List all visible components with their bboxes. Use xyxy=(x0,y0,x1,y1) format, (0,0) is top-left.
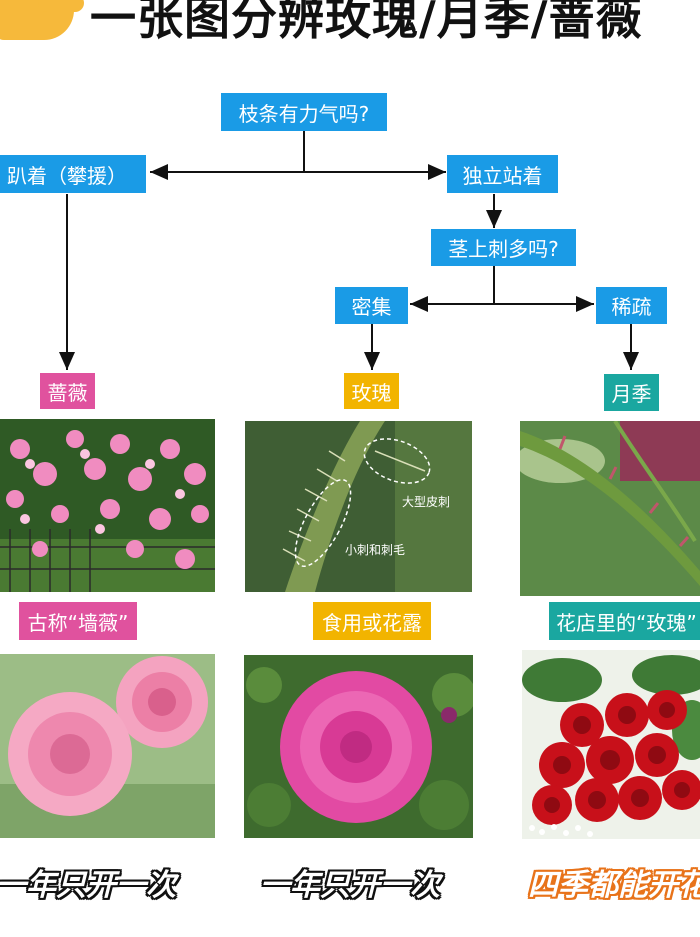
result-meigui: 玫瑰 xyxy=(344,373,399,409)
meigui-note: 食用或花露 xyxy=(313,602,431,640)
climbing-node: 趴着（攀援） xyxy=(0,155,146,193)
pointing-hand-icon xyxy=(0,0,84,40)
meigui-flower-photo xyxy=(244,655,473,838)
qiangwei-bloom-caption: 一年只开一次 xyxy=(0,868,176,903)
yueji-note: 花店里的“玫瑰” xyxy=(549,602,700,640)
thorn-question: 茎上刺多吗? xyxy=(431,229,576,266)
yueji-stem-photo xyxy=(520,421,700,596)
qiangwei-flower-photo xyxy=(0,654,215,838)
meigui-stem-photo xyxy=(245,421,472,592)
large-thorn-annotation: 大型皮刺 xyxy=(402,495,451,509)
result-yueji: 月季 xyxy=(604,374,659,411)
meigui-bloom-caption: 一年只开一次 xyxy=(260,868,440,903)
qiangwei-wall-photo xyxy=(0,419,215,592)
dense-node: 密集 xyxy=(335,287,408,324)
yueji-bloom-caption: 四季都能开花 xyxy=(528,868,700,903)
small-thorn-annotation: 小刺和刺毛 xyxy=(345,543,406,557)
result-qiangwei: 蔷薇 xyxy=(40,373,95,409)
page-title: 一张图分辨玫瑰/月季/蔷薇 xyxy=(90,0,643,45)
sparse-node: 稀疏 xyxy=(596,287,667,324)
qiangwei-note: 古称“墙薇” xyxy=(19,602,137,640)
standing-node: 独立站着 xyxy=(447,155,558,193)
root-question: 枝条有力气吗? xyxy=(221,93,387,131)
yueji-bouquet-photo xyxy=(522,650,700,839)
